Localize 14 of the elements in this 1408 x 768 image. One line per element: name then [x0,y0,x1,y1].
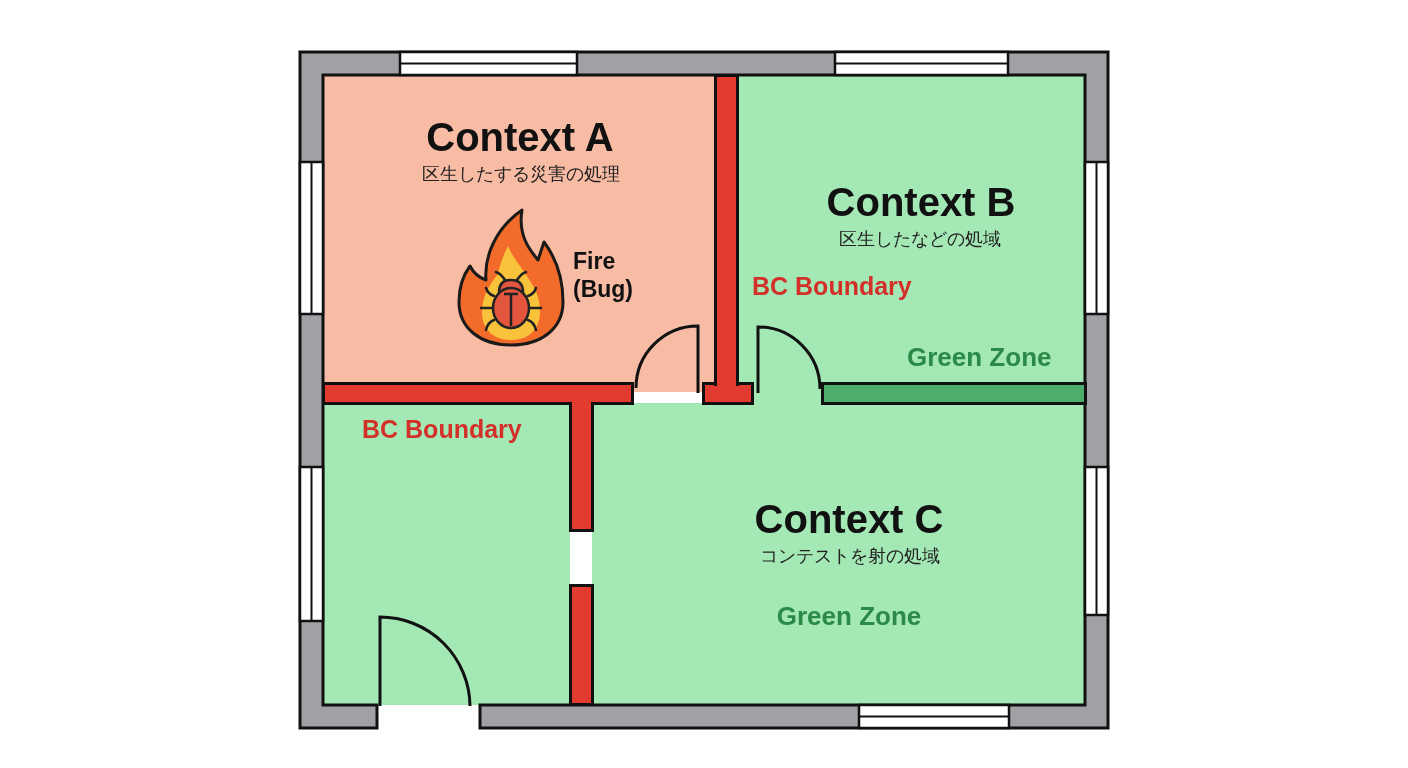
zone-label: Green Zone [776,603,922,629]
room-title: Context A [426,117,614,157]
room-title: Context B [826,182,1016,222]
room-subtitle: コンテストを射の処域 [760,547,940,565]
room-title: Context C [754,499,944,539]
bug-label: Fire (Bug) [573,247,634,303]
zone-label: Green Zone [907,344,1052,370]
room-floor [323,403,570,705]
room-floor [737,75,1085,403]
room-floor [592,403,1085,705]
boundary-label: BC Boundary [752,274,912,299]
room-subtitle: 区生したなどの処域 [839,230,1001,248]
room-subtitle: 区生したする災害の処理 [422,165,620,183]
boundary-label: BC Boundary [362,417,522,442]
